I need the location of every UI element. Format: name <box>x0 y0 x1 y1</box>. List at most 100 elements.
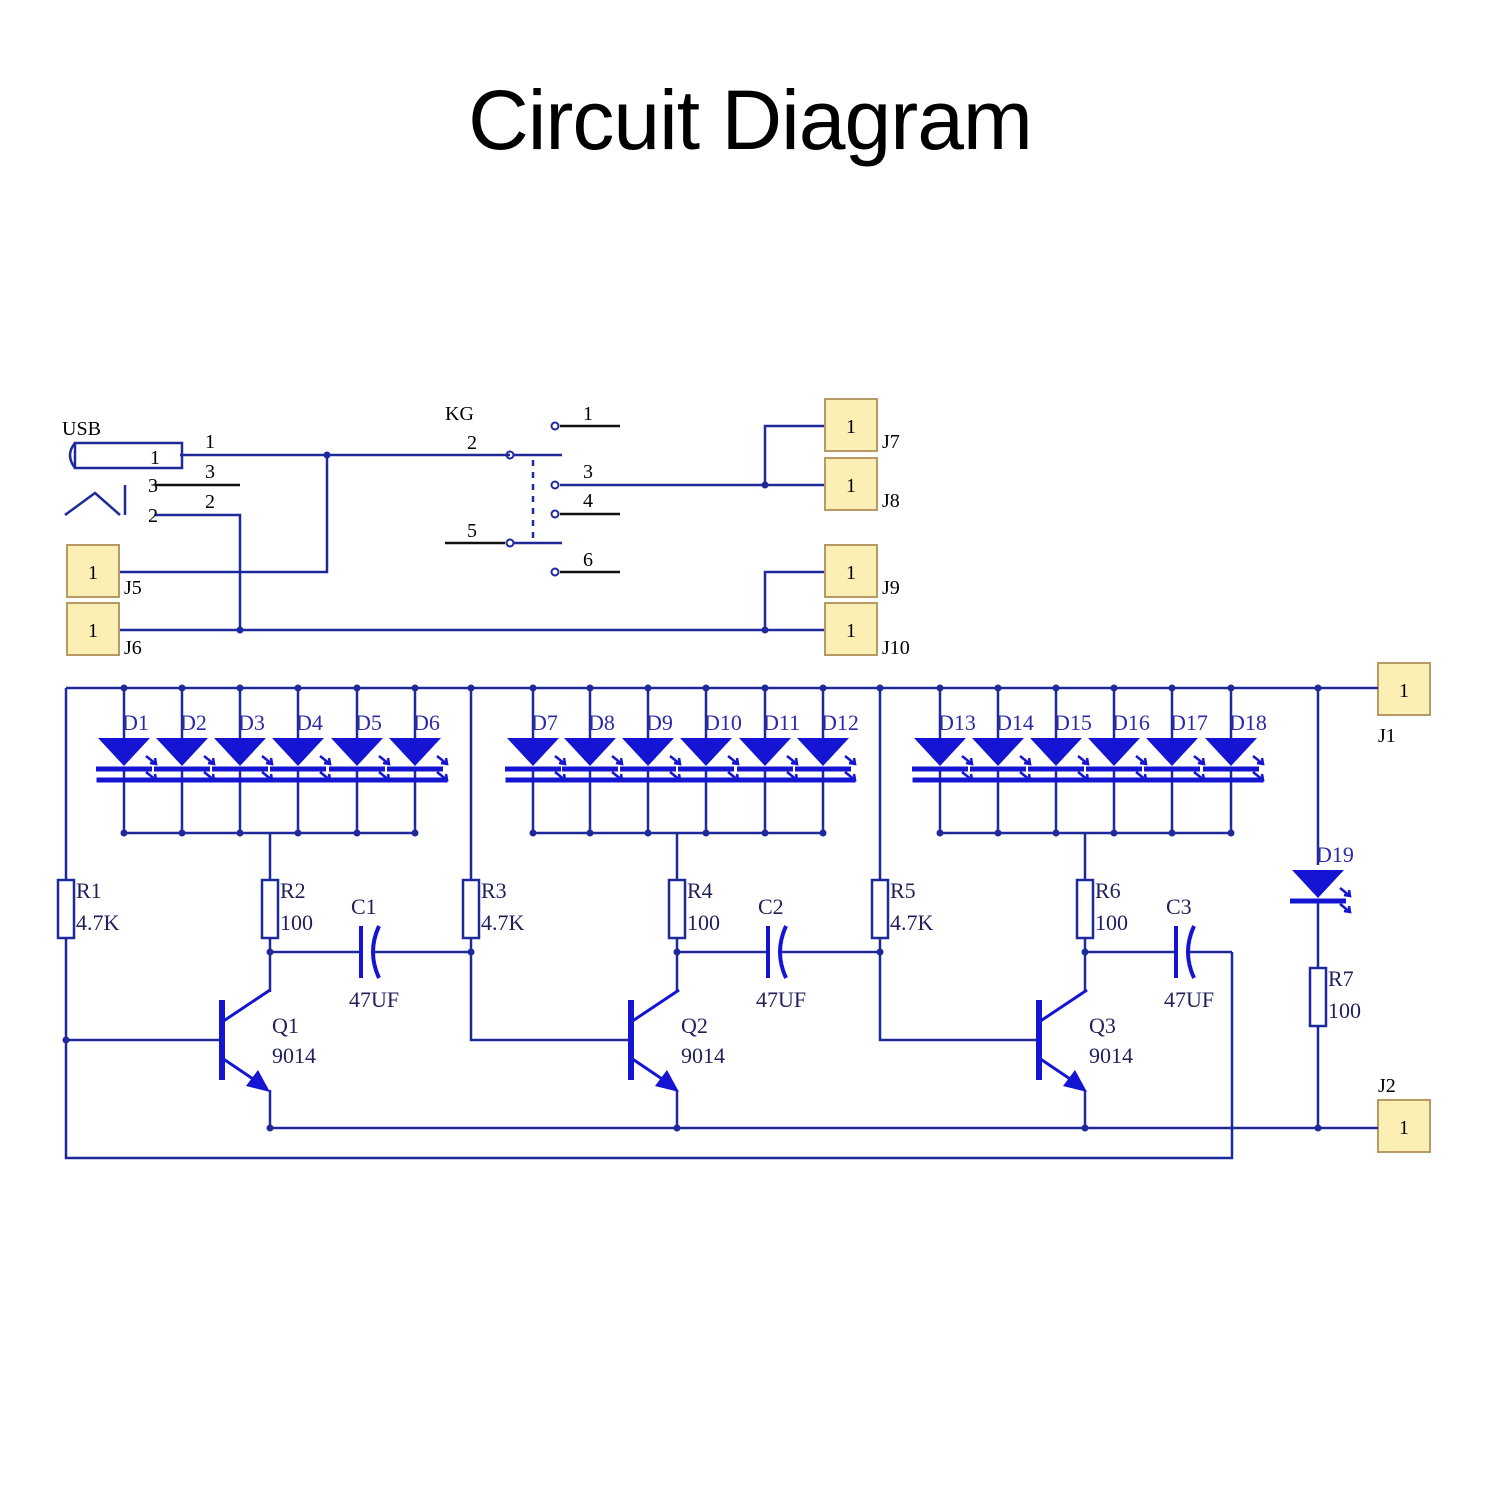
connector-j8: 1J8 <box>824 457 900 512</box>
switch-contact <box>550 421 560 431</box>
connector-j6: 1J6 <box>66 602 142 659</box>
led-triangle <box>156 738 208 766</box>
led-triangle <box>797 738 849 766</box>
transistor-ref: Q1 <box>272 1013 299 1038</box>
resistor-r1: R14.7K <box>56 878 120 940</box>
resistor-value: 4.7K <box>481 910 525 935</box>
led-label: D4 <box>296 710 323 735</box>
connector-label: J9 <box>882 577 900 599</box>
junction-dot <box>120 829 128 837</box>
capacitor-plate-curved <box>371 925 381 979</box>
switch-pin-label: 3 <box>583 461 593 483</box>
transistor-value: 9014 <box>272 1043 316 1068</box>
junction-dot <box>236 684 244 692</box>
junction-dot <box>673 1124 681 1132</box>
resistor-ref: R4 <box>687 878 713 903</box>
junction-dot <box>178 684 186 692</box>
led-triangle <box>1030 738 1082 766</box>
junction-dot <box>586 684 594 692</box>
junction-dot <box>586 829 594 837</box>
junction-dot <box>702 684 710 692</box>
resistor-r3: R34.7K <box>461 878 525 940</box>
junction-dot <box>266 948 274 956</box>
junction-dot <box>1052 829 1060 837</box>
connector-pad <box>824 602 878 656</box>
transistor-collector <box>1038 988 1088 1024</box>
resistor-body <box>260 878 280 940</box>
resistor-ref: R1 <box>76 878 102 903</box>
led-label: D1 <box>122 710 149 735</box>
led-d3: D3 <box>212 710 274 782</box>
usb-plug-tip <box>68 442 77 469</box>
connector-pad <box>824 544 878 598</box>
led-emission-arrows <box>145 755 158 782</box>
connector-pin-label: 1 <box>1399 680 1409 702</box>
junction-dot <box>673 948 681 956</box>
usb-pin-label: 1 <box>150 447 160 469</box>
junction-dot <box>644 829 652 837</box>
capacitor-ref: C3 <box>1166 894 1192 919</box>
led-emission-arrows <box>1077 755 1090 782</box>
connector-label: J10 <box>882 637 910 659</box>
led-label: D7 <box>531 710 558 735</box>
junction-dot <box>1081 948 1089 956</box>
led-label: D19 <box>1316 842 1354 867</box>
led-emission-arrows <box>1193 755 1206 782</box>
junction-dot <box>1168 829 1176 837</box>
junction-dot <box>1052 684 1060 692</box>
junction-dot <box>353 829 361 837</box>
led-d15: D15 <box>1028 710 1092 782</box>
junction-dot <box>1110 829 1118 837</box>
led-d4: D4 <box>270 710 332 782</box>
junction-dot <box>411 829 419 837</box>
led-label: D13 <box>938 710 976 735</box>
led-emission-arrows <box>261 755 274 782</box>
junction-dot <box>761 684 769 692</box>
usb-pin-label: 3 <box>205 461 215 483</box>
usb-pin-label: 2 <box>148 505 158 527</box>
connector-j1: 1J1 <box>1377 662 1431 747</box>
connector-pin-label: 1 <box>846 620 856 642</box>
led-d16: D16 <box>1086 710 1150 782</box>
led-d14: D14 <box>970 710 1034 782</box>
transistor-value: 9014 <box>1089 1043 1133 1068</box>
led-label: D5 <box>355 710 382 735</box>
junction-dot <box>644 684 652 692</box>
led-triangle <box>739 738 791 766</box>
resistor-body <box>56 878 76 940</box>
capacitor-value: 47UF <box>1164 987 1214 1012</box>
led-label: D14 <box>996 710 1034 735</box>
page-title: Circuit Diagram <box>468 73 1033 167</box>
connector-j5: 1J5 <box>66 544 142 599</box>
resistor-ref: R7 <box>1328 966 1354 991</box>
connector-pad <box>66 602 120 656</box>
junction-dot <box>819 829 827 837</box>
led-d19: D19 <box>1290 842 1354 914</box>
led-d9: D9 <box>620 710 682 782</box>
led-d6: D6 <box>387 710 449 782</box>
switch-contact <box>550 480 560 490</box>
resistor-body <box>870 878 890 940</box>
connector-label: J1 <box>1378 725 1396 747</box>
led-label: D8 <box>588 710 615 735</box>
resistor-ref: R2 <box>280 878 306 903</box>
switch-contact <box>505 538 515 548</box>
led-triangle <box>914 738 966 766</box>
connector-pad <box>824 457 878 511</box>
connector-label: J8 <box>882 490 900 512</box>
wire <box>763 570 825 630</box>
capacitor-value: 47UF <box>756 987 806 1012</box>
transistor-collector <box>630 988 680 1024</box>
connector-pin-label: 1 <box>1399 1117 1409 1139</box>
switch-label: KG <box>445 403 474 425</box>
junction-dot <box>994 829 1002 837</box>
capacitor-ref: C1 <box>351 894 377 919</box>
transistor-collector <box>221 988 271 1024</box>
junction-dot <box>294 684 302 692</box>
led-d18: D18 <box>1203 710 1267 782</box>
